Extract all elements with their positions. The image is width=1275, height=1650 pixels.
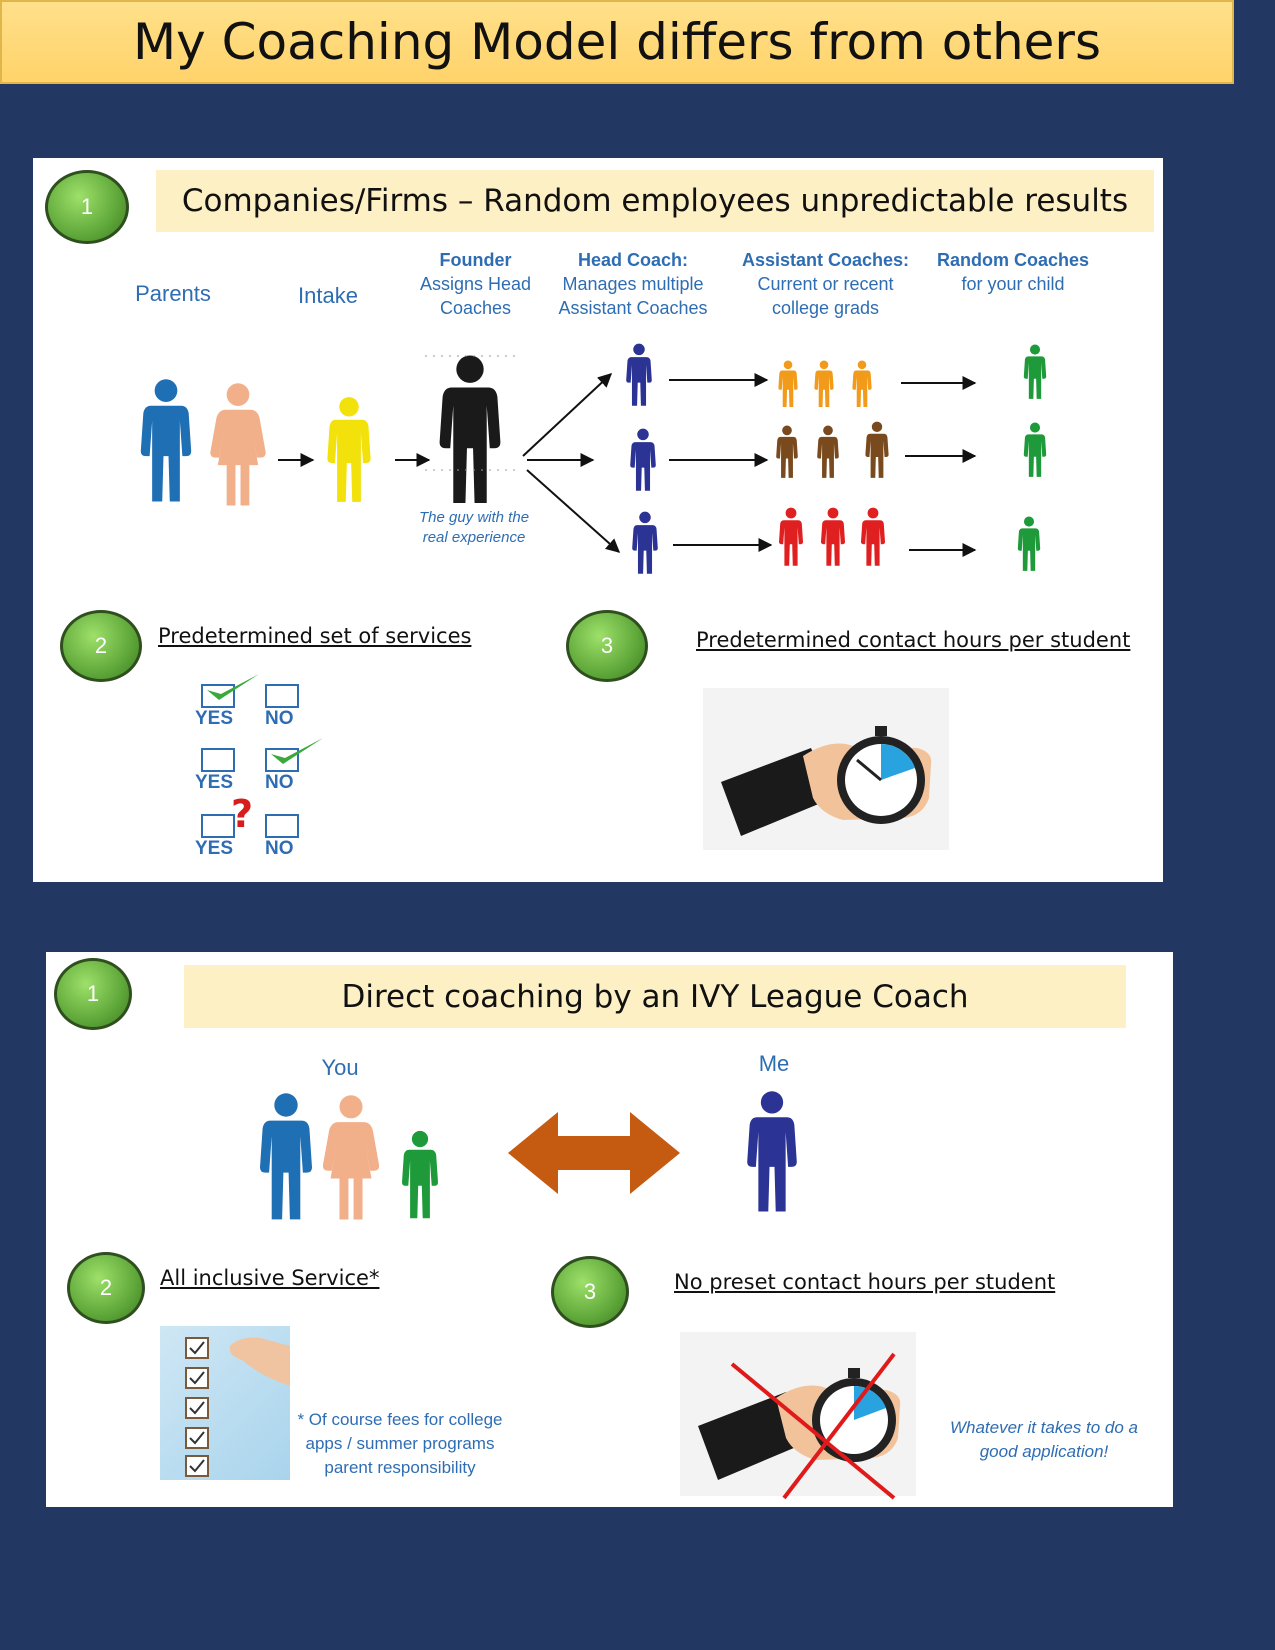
- random-coaches-desc: for your child: [961, 274, 1065, 294]
- random-coaches-label: Random Coaches for your child: [933, 248, 1093, 296]
- fees-note: * Of course fees for college apps / summ…: [297, 1410, 503, 1477]
- assistant-brown-3-icon: [865, 421, 889, 478]
- yes-box-2: [201, 748, 235, 772]
- page-title: My Coaching Model differs from others: [132, 13, 1102, 71]
- assistant-red-2-icon: [821, 507, 845, 566]
- intake-person-icon: [327, 397, 371, 502]
- founder-label: Founder Assigns Head Coaches: [408, 248, 543, 320]
- arrow-founder-head1: [522, 373, 613, 457]
- head-coach-title: Head Coach:: [577, 250, 689, 270]
- ivy-panel: 1 Direct coaching by an IVY League Coach…: [46, 952, 1173, 1507]
- assistant-red-1-icon: [779, 507, 803, 566]
- mother-icon-bottom: [322, 1095, 380, 1220]
- question-mark-icon: ?: [231, 792, 254, 836]
- arrow-founder-head3: [526, 469, 621, 553]
- head-coach-desc: Manages multiple Assistant Coaches: [558, 274, 708, 318]
- step-2-badge-bottom: 2: [67, 1252, 145, 1324]
- no-preset-hours-heading: No preset contact hours per student: [674, 1270, 1056, 1294]
- child-icon: [402, 1130, 438, 1219]
- random-coach-1-icon: [1023, 344, 1047, 399]
- check-icon-no: [271, 738, 323, 764]
- org-chart-diagram: [140, 343, 1047, 574]
- red-cross-line-1: [730, 1362, 896, 1500]
- yes-label-3: YES: [195, 838, 234, 859]
- yes-label-1: YES: [195, 708, 234, 729]
- yes-box-1: [201, 684, 235, 708]
- founder-note: The guy with the real experience: [418, 509, 530, 546]
- assistant-brown-2-icon: [817, 425, 839, 478]
- random-coaches-title: Random Coaches: [936, 250, 1090, 270]
- title-banner: My Coaching Model differs from others: [0, 0, 1234, 84]
- no-box-2: [265, 748, 299, 772]
- crossed-stopwatch-illustration: [680, 1332, 916, 1500]
- no-label-2: NO: [265, 772, 294, 793]
- assistant-red-3-icon: [861, 507, 885, 566]
- checkbox-column-icon: [185, 1337, 209, 1477]
- step-3-badge: 3: [566, 610, 648, 682]
- assistant-orange-2-icon: [814, 360, 834, 408]
- whatever-note: Whatever it takes to do a good applicati…: [949, 1418, 1139, 1461]
- random-coach-2-icon: [1023, 422, 1047, 477]
- step-1-badge-bottom: 1: [54, 958, 132, 1030]
- sleeve-icon: [721, 748, 833, 836]
- red-cross-line-2: [782, 1352, 896, 1500]
- assistant-coaches-title: Assistant Coaches:: [741, 250, 910, 270]
- founder-icon: [439, 355, 501, 503]
- yes-box-3: [201, 814, 235, 838]
- double-arrow-icon: [508, 1112, 680, 1194]
- no-box-3: [265, 814, 299, 838]
- no-label-1: NO: [265, 708, 294, 729]
- stopwatch-hand-illustration: [703, 688, 949, 850]
- me-label: Me: [758, 1051, 790, 1076]
- you-label: You: [321, 1055, 359, 1080]
- founder-title: Founder: [439, 250, 512, 270]
- mother-icon: [210, 383, 266, 506]
- assistant-orange-1-icon: [778, 360, 798, 408]
- step-2-badge: 2: [60, 610, 142, 682]
- assistant-coaches-label: Assistant Coaches: Current or recent col…: [738, 248, 913, 320]
- random-coach-3-icon: [1017, 516, 1041, 571]
- father-icon-bottom: [260, 1093, 312, 1220]
- head-coach-1-icon: [626, 343, 652, 406]
- check-icon-yes: [207, 674, 259, 700]
- ivy-band: Direct coaching by an IVY League Coach: [184, 965, 1126, 1028]
- no-box-1: [265, 684, 299, 708]
- all-inclusive-heading: All inclusive Service*: [160, 1266, 380, 1290]
- yes-no-checklist: YES NO YES NO ? YES NO: [193, 674, 333, 860]
- coach-me-icon: [747, 1091, 797, 1212]
- head-coach-2-icon: [630, 428, 656, 491]
- companies-band: Companies/Firms – Random employees unpre…: [156, 170, 1154, 232]
- companies-panel: 1 Companies/Firms – Random employees unp…: [33, 158, 1163, 882]
- no-label-3: NO: [265, 838, 294, 859]
- checklist-image: [160, 1326, 290, 1480]
- intake-label: Intake: [298, 283, 358, 308]
- assistant-orange-3-icon: [852, 360, 872, 408]
- parents-label: Parents: [135, 281, 211, 306]
- you-me-diagram: [260, 1091, 797, 1220]
- head-coach-label: Head Coach: Manages multiple Assistant C…: [553, 248, 713, 320]
- contact-hours-heading: Predetermined contact hours per student: [696, 628, 1131, 652]
- founder-desc: Assigns Head Coaches: [419, 274, 532, 318]
- step-3-badge-bottom: 3: [551, 1256, 629, 1328]
- assistant-coaches-desc: Current or recent college grads: [757, 274, 894, 318]
- assistant-brown-1-icon: [776, 425, 798, 478]
- father-icon: [140, 379, 192, 502]
- hand-icon-checklist: [229, 1337, 290, 1386]
- yes-label-2: YES: [195, 772, 234, 793]
- services-heading: Predetermined set of services: [158, 624, 472, 648]
- head-coach-3-icon: [632, 511, 658, 574]
- step-1-badge: 1: [45, 170, 129, 244]
